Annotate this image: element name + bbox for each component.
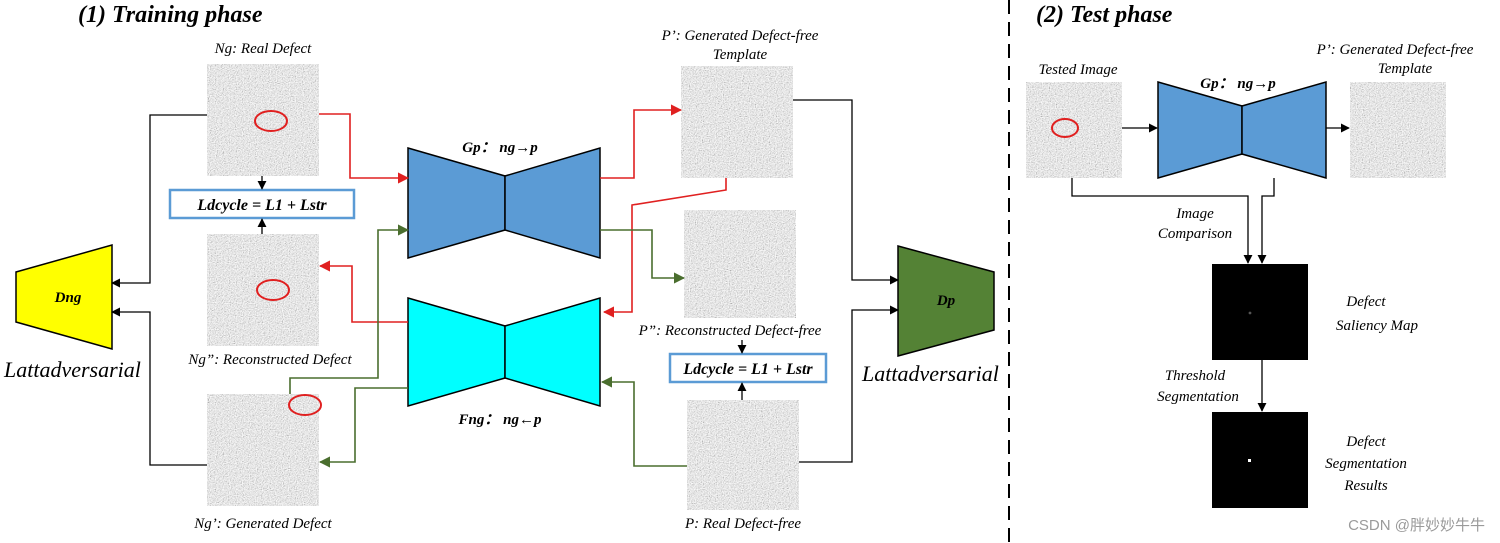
p-generated-label-line1: P’: Generated Defect-free xyxy=(661,28,819,44)
p-generated-image xyxy=(681,66,793,178)
dcycle-loss-box-left xyxy=(168,188,356,220)
discriminator-dp xyxy=(897,245,995,357)
arrow-gp-to-precon xyxy=(600,229,686,284)
discriminator-dp-label: Dp xyxy=(936,293,956,309)
arrow-preal-to-fng xyxy=(600,376,687,467)
test-p-generated-image xyxy=(1350,82,1446,178)
threshold-label-line2: Segmentation xyxy=(1157,389,1239,405)
saliency-spot xyxy=(1248,311,1252,315)
arrow-gp-to-pprime xyxy=(600,104,683,179)
arrow-preal-to-dp xyxy=(799,305,899,463)
dcycle-loss-box-right xyxy=(668,352,828,384)
dcycle-loss-text-left: Ldcycle = L1 + Lstr xyxy=(196,197,327,214)
threshold-label-line1: Threshold xyxy=(1165,368,1226,384)
arrow-ngprime-to-gp xyxy=(289,224,410,394)
ng-generated-label: Ng’: Generated Defect xyxy=(193,516,332,532)
l-adversarial-left: Lattadversarial xyxy=(3,357,141,382)
arrow-ngprime-to-dng xyxy=(111,307,207,466)
image-comparison-label-line1: Image xyxy=(1175,206,1214,222)
defect-circle-marker xyxy=(254,110,288,132)
arrow-tested-to-comparison xyxy=(1071,178,1253,264)
results-label-line3: Results xyxy=(1343,478,1387,494)
arrow-template-to-comparison xyxy=(1257,178,1275,264)
segmentation-spot xyxy=(1248,459,1251,462)
results-label-line1: Defect xyxy=(1345,434,1386,450)
test-p-generated-label-line2: Template xyxy=(1378,61,1433,77)
l-adversarial-right: Lattadversarial xyxy=(861,361,999,386)
ng-real-image xyxy=(207,64,319,176)
dcycle-loss-text-right: Ldcycle = L1 + Lstr xyxy=(682,361,813,378)
p-real-image xyxy=(687,400,799,510)
defect-circle-marker xyxy=(1051,118,1079,138)
arrow-pprime-to-dp xyxy=(793,99,899,285)
discriminator-dng xyxy=(15,244,113,350)
test-phase-title: (2) Test phase xyxy=(1036,2,1173,28)
watermark: CSDN @胖妙妙牛牛 xyxy=(1348,517,1485,534)
p-generated-label-line2: Template xyxy=(713,47,768,63)
test-p-generated-label-line1: P’: Generated Defect-free xyxy=(1316,42,1474,58)
arrow-pprime-to-fng xyxy=(602,178,727,318)
generator-gp xyxy=(407,147,506,259)
ng-real-label: Ng: Real Defect xyxy=(214,41,312,57)
saliency-label-line1: Defect xyxy=(1345,294,1386,310)
image-comparison-label-line2: Comparison xyxy=(1158,226,1232,242)
test-generator-gp xyxy=(1157,81,1243,179)
test-generator-gp-decoder xyxy=(1241,81,1327,179)
generator-fng xyxy=(407,297,506,407)
arrow-ng-to-dng xyxy=(111,114,207,288)
generator-fng-decoder xyxy=(504,296,601,408)
arrow-fng-to-ngrecon xyxy=(318,260,408,323)
p-real-label: P: Real Defect-free xyxy=(684,516,801,532)
test-generator-gp-label: Gp： ng→p xyxy=(1200,76,1276,92)
discriminator-dng-label: Dng xyxy=(54,290,82,306)
saliency-map-image xyxy=(1212,264,1308,360)
arrow-ng-to-gp xyxy=(319,113,410,184)
tested-image xyxy=(1026,82,1122,178)
results-label-line2: Segmentation xyxy=(1325,456,1407,472)
ng-reconstructed-image xyxy=(207,234,319,346)
arrow-fng-to-ngprime xyxy=(318,387,408,468)
p-reconstructed-label: P”: Reconstructed Defect-free xyxy=(638,323,822,339)
generator-gp-label: Gp： ng→p xyxy=(462,140,538,156)
saliency-label-line2: Saliency Map xyxy=(1336,318,1419,334)
p-reconstructed-image xyxy=(684,210,796,318)
tested-image-label: Tested Image xyxy=(1038,62,1117,78)
defect-circle-marker xyxy=(256,279,290,301)
generator-gp-decoder xyxy=(504,146,601,260)
training-phase-title: (1) Training phase xyxy=(78,2,263,28)
segmentation-result-image xyxy=(1212,412,1308,508)
generator-fng-label: Fng： ng←p xyxy=(458,412,542,428)
ng-reconstructed-label: Ng”: Reconstructed Defect xyxy=(187,352,352,368)
ng-generated-image xyxy=(207,394,319,506)
defect-circle-marker xyxy=(288,394,322,416)
